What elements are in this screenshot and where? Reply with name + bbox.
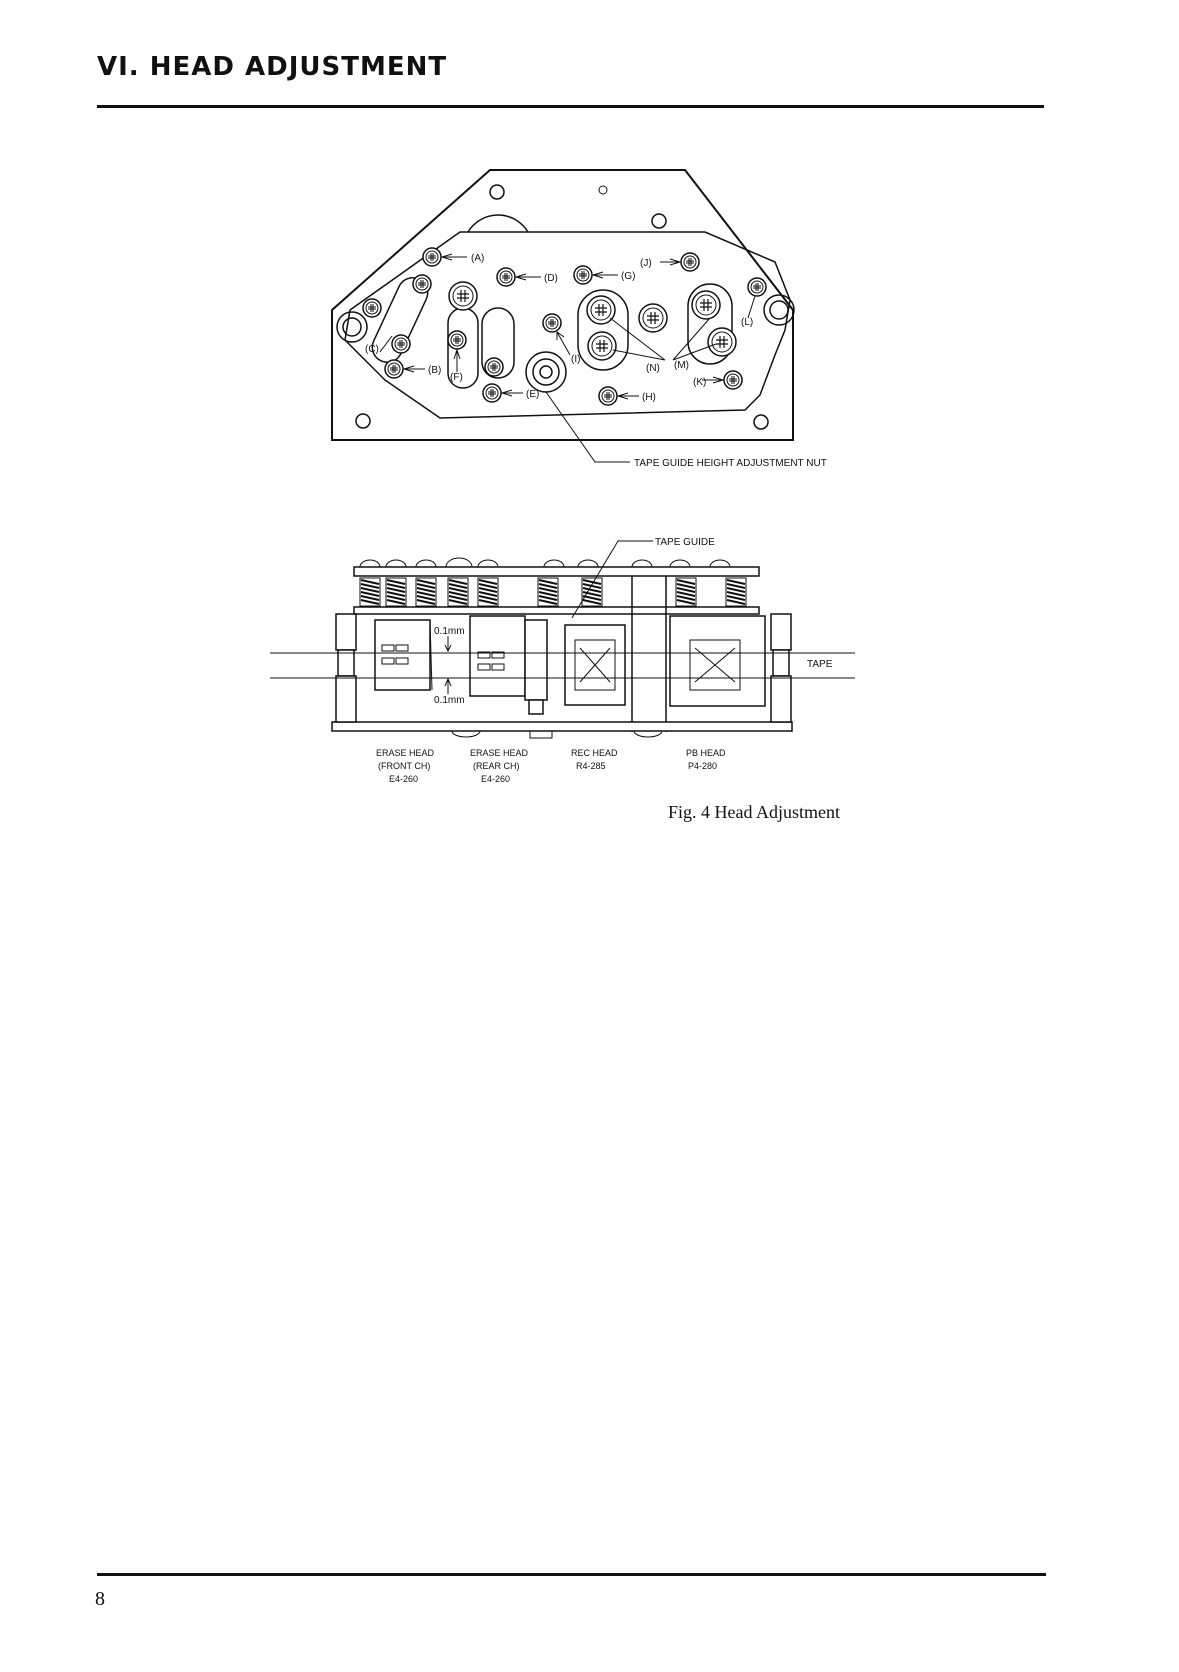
label-screw-i: (I) <box>571 354 580 365</box>
svg-text:P4-280: P4-280 <box>688 761 717 771</box>
label-screw-a: (A) <box>471 253 484 264</box>
svg-text:E4-260: E4-260 <box>389 774 418 784</box>
label-screw-m: (M) <box>674 360 689 371</box>
head-label-erase-front: ERASE HEAD (FRONT CH) E4-260 <box>376 748 435 784</box>
head-label-pb: PB HEAD P4-280 <box>686 748 726 771</box>
label-screw-e: (E) <box>526 389 539 400</box>
label-tape-guide: TAPE GUIDE <box>655 537 715 548</box>
svg-text:R4-285: R4-285 <box>576 761 606 771</box>
svg-text:REC HEAD: REC HEAD <box>571 748 618 758</box>
label-screw-b: (B) <box>428 365 441 376</box>
label-screw-l: (L) <box>741 317 753 328</box>
label-screw-n: (N) <box>646 363 660 374</box>
svg-text:ERASE HEAD: ERASE HEAD <box>376 748 435 758</box>
footer-rule <box>97 1573 1046 1576</box>
label-gap-top: 0.1mm <box>434 626 465 637</box>
label-screw-j: (J) <box>640 258 652 269</box>
svg-text:(FRONT CH): (FRONT CH) <box>378 761 430 771</box>
label-screw-f: (F) <box>450 372 463 383</box>
label-screw-g: (G) <box>621 271 635 282</box>
label-screw-c: (C) <box>365 344 379 355</box>
svg-text:PB HEAD: PB HEAD <box>686 748 726 758</box>
label-tape-guide-nut: TAPE GUIDE HEIGHT ADJUSTMENT NUT <box>634 458 827 469</box>
head-label-rec: REC HEAD R4-285 <box>571 748 618 771</box>
head-label-erase-rear: ERASE HEAD (REAR CH) E4-260 <box>470 748 529 784</box>
label-gap-bottom: 0.1mm <box>434 695 465 706</box>
top-view-diagram: (A) (D) (G) (J) (C) (B) (F) (E) (I) (H) … <box>332 170 827 469</box>
svg-text:ERASE HEAD: ERASE HEAD <box>470 748 529 758</box>
label-screw-h: (H) <box>642 392 656 403</box>
page-number: 8 <box>95 1588 105 1611</box>
label-tape: TAPE <box>807 659 833 670</box>
label-screw-d: (D) <box>544 273 558 284</box>
side-view-diagram: TAPE GUIDE TAPE 0.1mm 0.1mm ERASE HEAD (… <box>270 537 855 784</box>
label-screw-k: (K) <box>693 377 706 388</box>
svg-text:(REAR CH): (REAR CH) <box>473 761 520 771</box>
figure-caption: Fig. 4 Head Adjustment <box>668 802 840 823</box>
svg-text:E4-260: E4-260 <box>481 774 510 784</box>
